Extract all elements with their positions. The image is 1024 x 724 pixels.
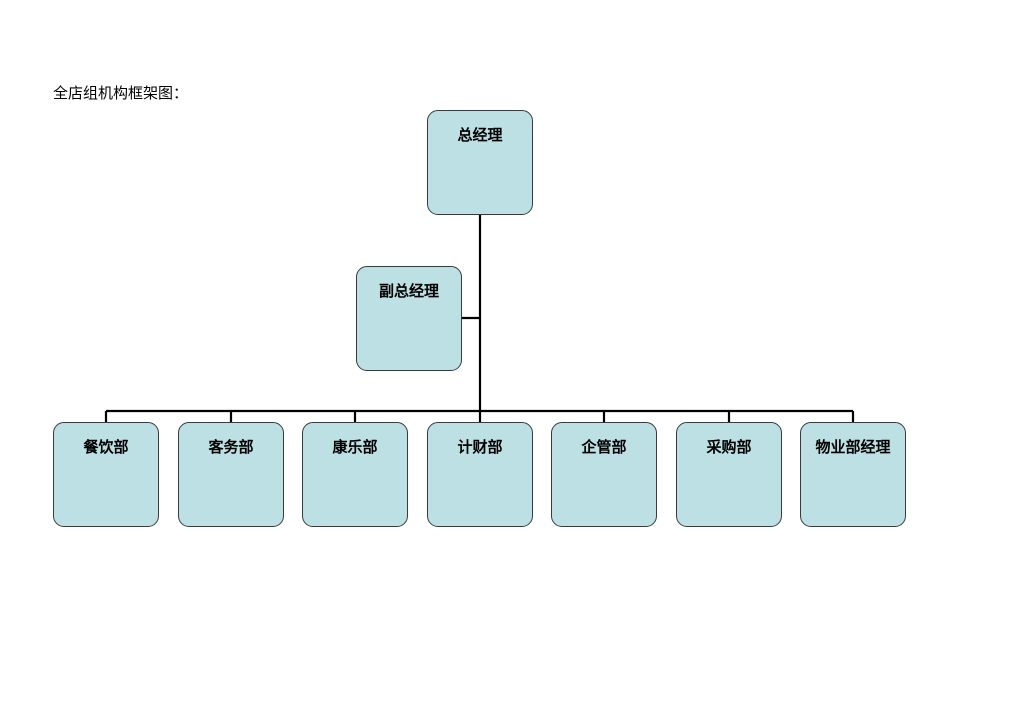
node-department: 客务部 <box>178 422 284 527</box>
node-label: 物业部经理 <box>815 438 891 456</box>
node-label: 副总经理 <box>378 282 439 300</box>
node-department: 康乐部 <box>302 422 408 527</box>
node-department: 计财部 <box>427 422 533 527</box>
node-department: 采购部 <box>676 422 782 527</box>
node-label: 采购部 <box>706 438 752 456</box>
node-label: 餐饮部 <box>83 438 129 456</box>
node-department: 物业部经理 <box>800 422 906 527</box>
node-department: 企管部 <box>551 422 657 527</box>
node-general-manager: 总经理 <box>427 110 533 215</box>
node-label: 总经理 <box>457 126 503 144</box>
node-deputy-general-manager: 副总经理 <box>356 266 462 371</box>
node-department: 餐饮部 <box>53 422 159 527</box>
node-label: 康乐部 <box>332 438 378 456</box>
page-title: 全店组机构框架图： <box>53 84 189 102</box>
node-label: 客务部 <box>208 438 254 456</box>
node-label: 企管部 <box>581 438 627 456</box>
node-label: 计财部 <box>457 438 503 456</box>
